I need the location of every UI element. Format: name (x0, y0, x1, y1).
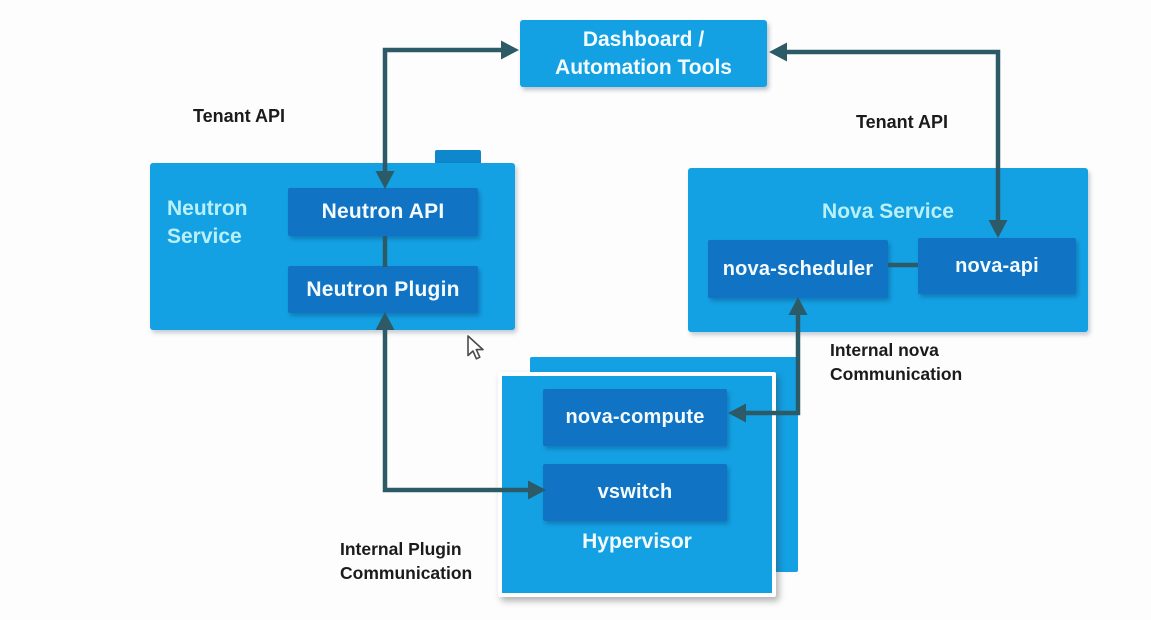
arrowhead-left-dashboard (769, 42, 787, 62)
dashboard-label-line1: Dashboard / (582, 28, 705, 52)
internal-plugin-communication-label: Internal Plugin Communication (340, 538, 472, 585)
nova-scheduler-box: nova-scheduler (708, 240, 888, 298)
nova-service-title: Nova Service (822, 200, 954, 223)
dashboard-label-line2: Automation Tools (555, 55, 732, 79)
neutron-api-box: Neutron API (288, 188, 478, 236)
nova-compute-box: nova-compute (543, 389, 727, 446)
arrowhead-right-dashboard (501, 40, 519, 60)
vswitch-box: vswitch (543, 464, 727, 521)
internal-nova-line1: Internal nova (830, 340, 939, 360)
neutron-service-title: Neutron Service (167, 197, 248, 249)
internal-plugin-line2: Communication (340, 562, 473, 583)
internal-plugin-line1: Internal Plugin (340, 539, 462, 559)
neutron-plugin-box: Neutron Plugin (288, 266, 478, 313)
internal-nova-communication-label: Internal nova Communication (830, 339, 962, 386)
nova-api-box: nova-api (918, 238, 1076, 294)
internal-nova-line2: Communication (830, 363, 963, 384)
dashboard-automation-tools-box: Dashboard / Automation Tools (520, 20, 767, 87)
hypervisor-title: Hypervisor (582, 530, 692, 553)
mouse-pointer-icon (467, 335, 484, 360)
tenant-api-label-left: Tenant API (193, 106, 286, 126)
tenant-api-label-right: Tenant API (856, 112, 949, 132)
